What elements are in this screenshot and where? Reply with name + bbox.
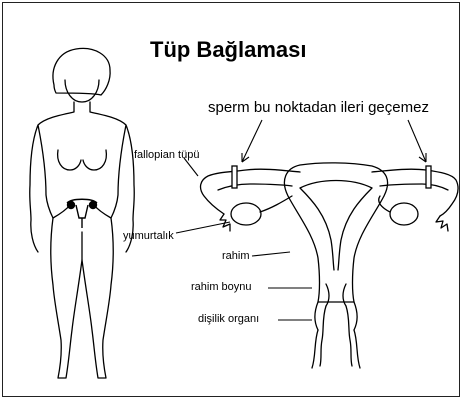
fallopian-tube-label: fallopian tüpü [134,149,199,161]
ovary-label: yumurtalık [123,230,174,242]
blocked-sperm-note: sperm bu noktadan ileri geçemez [208,99,429,116]
ovary-pointer [176,222,230,233]
right-ovary [390,203,418,225]
right-fimbriae [436,216,448,231]
right-ovarian-ligament [379,196,390,212]
left-ovarian-ligament [260,196,292,212]
diagram-title: Tüp Bağlaması [150,37,306,63]
breast-left [58,150,81,170]
note-arrow-right [408,120,426,162]
vaginal-canal [312,306,360,368]
breast-right [83,150,106,170]
uterus-cavity [300,181,372,271]
vagina-label: dişilik organı [198,313,259,325]
hair-outline [53,48,110,95]
left-tube-lower [218,184,292,190]
female-body-figure [30,48,135,378]
cervix [315,284,357,330]
uterus-outer [284,163,387,302]
left-ovary [231,203,261,225]
right-tube-lower [380,184,448,190]
uterus-label: rahim [222,250,250,262]
uterus-pointer [252,252,290,256]
reproductive-organs [201,163,459,368]
figure-reproductive-icon [67,199,97,228]
note-arrow-left [242,120,262,162]
cervix-label: rahim boynu [191,281,252,293]
left-ligation-clip [232,166,237,188]
right-ligation-clip [426,166,431,188]
